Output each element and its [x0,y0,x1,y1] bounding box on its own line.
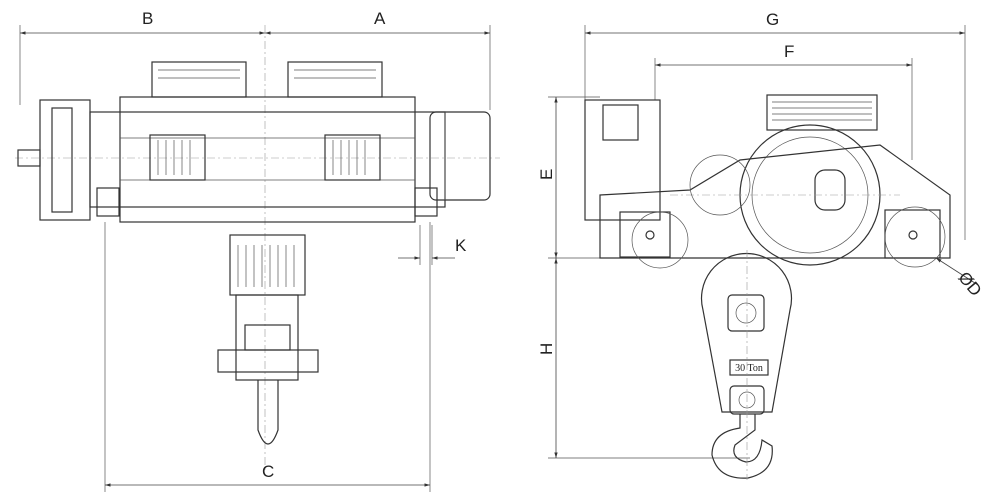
label-h: H [537,343,556,355]
dimension-e-h [548,96,750,459]
front-view: B A [15,9,500,492]
label-f: F [784,42,794,61]
label-b: B [142,9,153,28]
label-e: E [537,169,556,180]
motor-fan [766,94,878,131]
label-k: K [455,236,467,255]
side-view: G F E H [537,10,985,480]
left-motor [17,99,91,221]
hook-block-front [217,234,319,445]
dimension-c [104,222,431,492]
dimension-g [584,25,966,240]
trolley-frame [15,96,500,223]
control-panels [151,61,383,98]
label-c: C [262,462,274,481]
wheels [631,154,946,269]
dimension-k [398,225,455,265]
drum [670,124,900,266]
hook-block-side: 30 Ton [700,250,793,480]
label-a: A [374,9,386,28]
right-motor [429,111,491,201]
capacity-label: 30 Ton [735,363,763,374]
dimension-a-b [19,25,491,470]
dimension-f [654,58,913,160]
label-g: G [766,10,779,29]
electrical-box [584,99,661,221]
travel-drives [149,134,381,181]
dimension-d [935,257,979,286]
